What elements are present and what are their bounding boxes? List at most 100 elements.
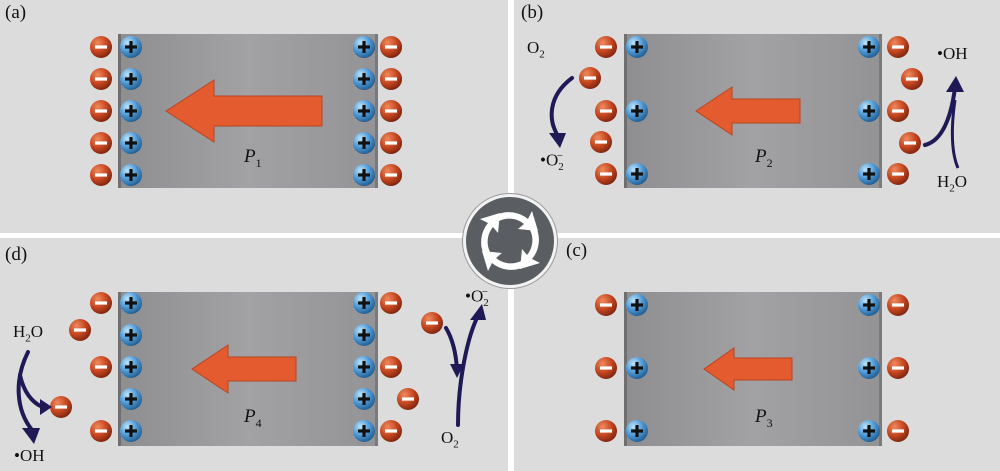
o2-label-b: O2 — [527, 38, 545, 61]
screen-charge-d-free-bar — [402, 397, 414, 401]
screen-charge-b-r0b-bar — [892, 45, 904, 49]
polarization-arrow-a — [165, 79, 323, 143]
negative-charge-b-free-bar — [584, 76, 596, 80]
screen-charge-d-r4-vbar — [362, 425, 366, 437]
screen-charge-b-r1b-bar — [892, 109, 904, 113]
positive-charge-a-left-0-vbar — [129, 41, 133, 53]
reaction-arrow-d-hole-head — [450, 364, 464, 378]
screen-charge-d-r2b-bar — [385, 365, 397, 369]
screen-charge-a-right-inner-1-vbar — [362, 73, 366, 85]
negative-charge-a-left-4-bar — [95, 173, 107, 177]
negative-charge-a-left-1-bar — [95, 77, 107, 81]
screen-charge-b-free-bar — [906, 77, 918, 81]
slab-a-right-edge — [375, 34, 378, 188]
positive-charge-c-left-2-vbar — [635, 425, 639, 437]
reaction-arrow-b-o2 — [549, 76, 574, 138]
negative-charge-c-left-0-bar — [600, 303, 612, 307]
screen-charge-c-right-outer-1-bar — [892, 366, 904, 370]
screen-charge-b-r2-vbar — [867, 168, 871, 180]
panel-label-c: (c) — [566, 240, 588, 261]
reaction-arrow-b-oh-head — [946, 76, 964, 92]
panel-label-d: (d) — [5, 244, 28, 265]
screen-charge-b-r1-vbar — [867, 105, 871, 117]
screen-charge-a-right-outer-0-bar — [385, 45, 397, 49]
negative-charge-b-0-bar — [600, 45, 612, 49]
slab-d-left-edge — [118, 292, 121, 446]
negative-charge-d-free-bar — [74, 328, 86, 332]
polarization-label-p3: P3 — [755, 406, 773, 430]
reaction-arrow-d-oh-head — [22, 428, 40, 444]
positive-charge-d-0-vbar — [129, 297, 133, 309]
screen-charge-a-right-inner-4-vbar — [362, 169, 366, 181]
screen-charge-c-right-inner-1-vbar — [867, 362, 871, 374]
positive-charge-c-left-1-vbar — [635, 362, 639, 374]
negative-charge-d-4-bar — [95, 429, 107, 433]
screen-charge-c-right-inner-2-vbar — [867, 425, 871, 437]
negative-charge-d-free2-bar — [55, 405, 67, 409]
screen-charge-a-right-outer-1-bar — [385, 77, 397, 81]
screen-charge-b-r0-vbar — [867, 41, 871, 53]
positive-charge-a-left-3-vbar — [129, 137, 133, 149]
panel-label-a: (a) — [5, 2, 27, 23]
superoxide-label-d: •O2− — [465, 286, 489, 310]
polarization-arrow-c — [703, 347, 793, 391]
slab-a-left-edge — [118, 34, 121, 188]
screen-charge-d-r1-vbar — [362, 329, 366, 341]
negative-charge-a-left-2-bar — [95, 109, 107, 113]
screen-charge-c-right-outer-2-bar — [892, 429, 904, 433]
slab-c-right-edge — [879, 292, 882, 446]
negative-charge-b-2-bar — [600, 172, 612, 176]
slab-b-left-edge — [624, 34, 627, 188]
negative-charge-b-free2-bar — [595, 140, 607, 144]
screen-charge-a-right-outer-2-bar — [385, 109, 397, 113]
hydroxyl-label-d: •OH — [14, 446, 45, 465]
screen-charge-b-free2-bar — [904, 141, 916, 145]
screen-charge-a-right-outer-4-bar — [385, 173, 397, 177]
screen-charge-d-r0-vbar — [362, 297, 366, 309]
positive-charge-b-1-vbar — [635, 105, 639, 117]
reaction-arrow-d-superoxide — [456, 314, 480, 427]
positive-charge-a-left-1-vbar — [129, 73, 133, 85]
panel-label-b: (b) — [521, 2, 544, 23]
negative-charge-b-1-bar — [600, 109, 612, 113]
positive-charge-a-left-4-vbar — [129, 169, 133, 181]
superoxide-label-b: •O2− — [540, 150, 564, 174]
reaction-arrow-d-hole — [444, 326, 459, 372]
screen-charge-d-r0b-bar — [385, 301, 397, 305]
positive-charge-d-2-vbar — [129, 361, 133, 373]
positive-charge-a-left-2-vbar — [129, 105, 133, 117]
reaction-arrow-d-superoxide-head — [470, 304, 486, 320]
cycle-arrows-icon — [480, 211, 540, 271]
screen-charge-a-right-inner-3-vbar — [362, 137, 366, 149]
positive-charge-d-3-vbar — [129, 393, 133, 405]
reaction-arrow-d-water-head — [40, 399, 52, 415]
positive-charge-b-2-vbar — [635, 168, 639, 180]
polarization-label-p4: P4 — [244, 406, 262, 430]
hydroxyl-label-b: •OH — [937, 44, 968, 63]
screen-charge-d-free2-bar — [426, 321, 438, 325]
negative-charge-d-0-bar — [95, 301, 107, 305]
positive-charge-d-4-vbar — [129, 425, 133, 437]
negative-charge-c-left-2-bar — [600, 429, 612, 433]
water-label-d: H2O — [13, 322, 44, 345]
polarization-label-p1: P1 — [244, 146, 262, 170]
positive-charge-d-1-vbar — [129, 329, 133, 341]
reaction-arrow-b-o2-head — [549, 133, 566, 148]
screen-charge-a-right-inner-0-vbar — [362, 41, 366, 53]
reaction-arrow-b-water — [950, 99, 960, 169]
polarization-arrow-b — [695, 86, 801, 136]
polarization-label-p2: P2 — [755, 146, 773, 170]
o2-label-d: O2 — [441, 428, 459, 451]
screen-charge-c-right-outer-0-bar — [892, 303, 904, 307]
positive-charge-b-0-vbar — [635, 41, 639, 53]
reaction-arrow-b-oh — [923, 86, 957, 147]
negative-charge-a-left-0-bar — [95, 45, 107, 49]
negative-charge-d-2-bar — [95, 365, 107, 369]
positive-charge-c-left-0-vbar — [635, 299, 639, 311]
reaction-arrow-d-oh — [16, 350, 34, 432]
polarization-arrow-d — [191, 344, 297, 394]
negative-charge-a-left-3-bar — [95, 141, 107, 145]
screen-charge-c-right-inner-0-vbar — [867, 299, 871, 311]
screen-charge-d-r3-vbar — [362, 393, 366, 405]
